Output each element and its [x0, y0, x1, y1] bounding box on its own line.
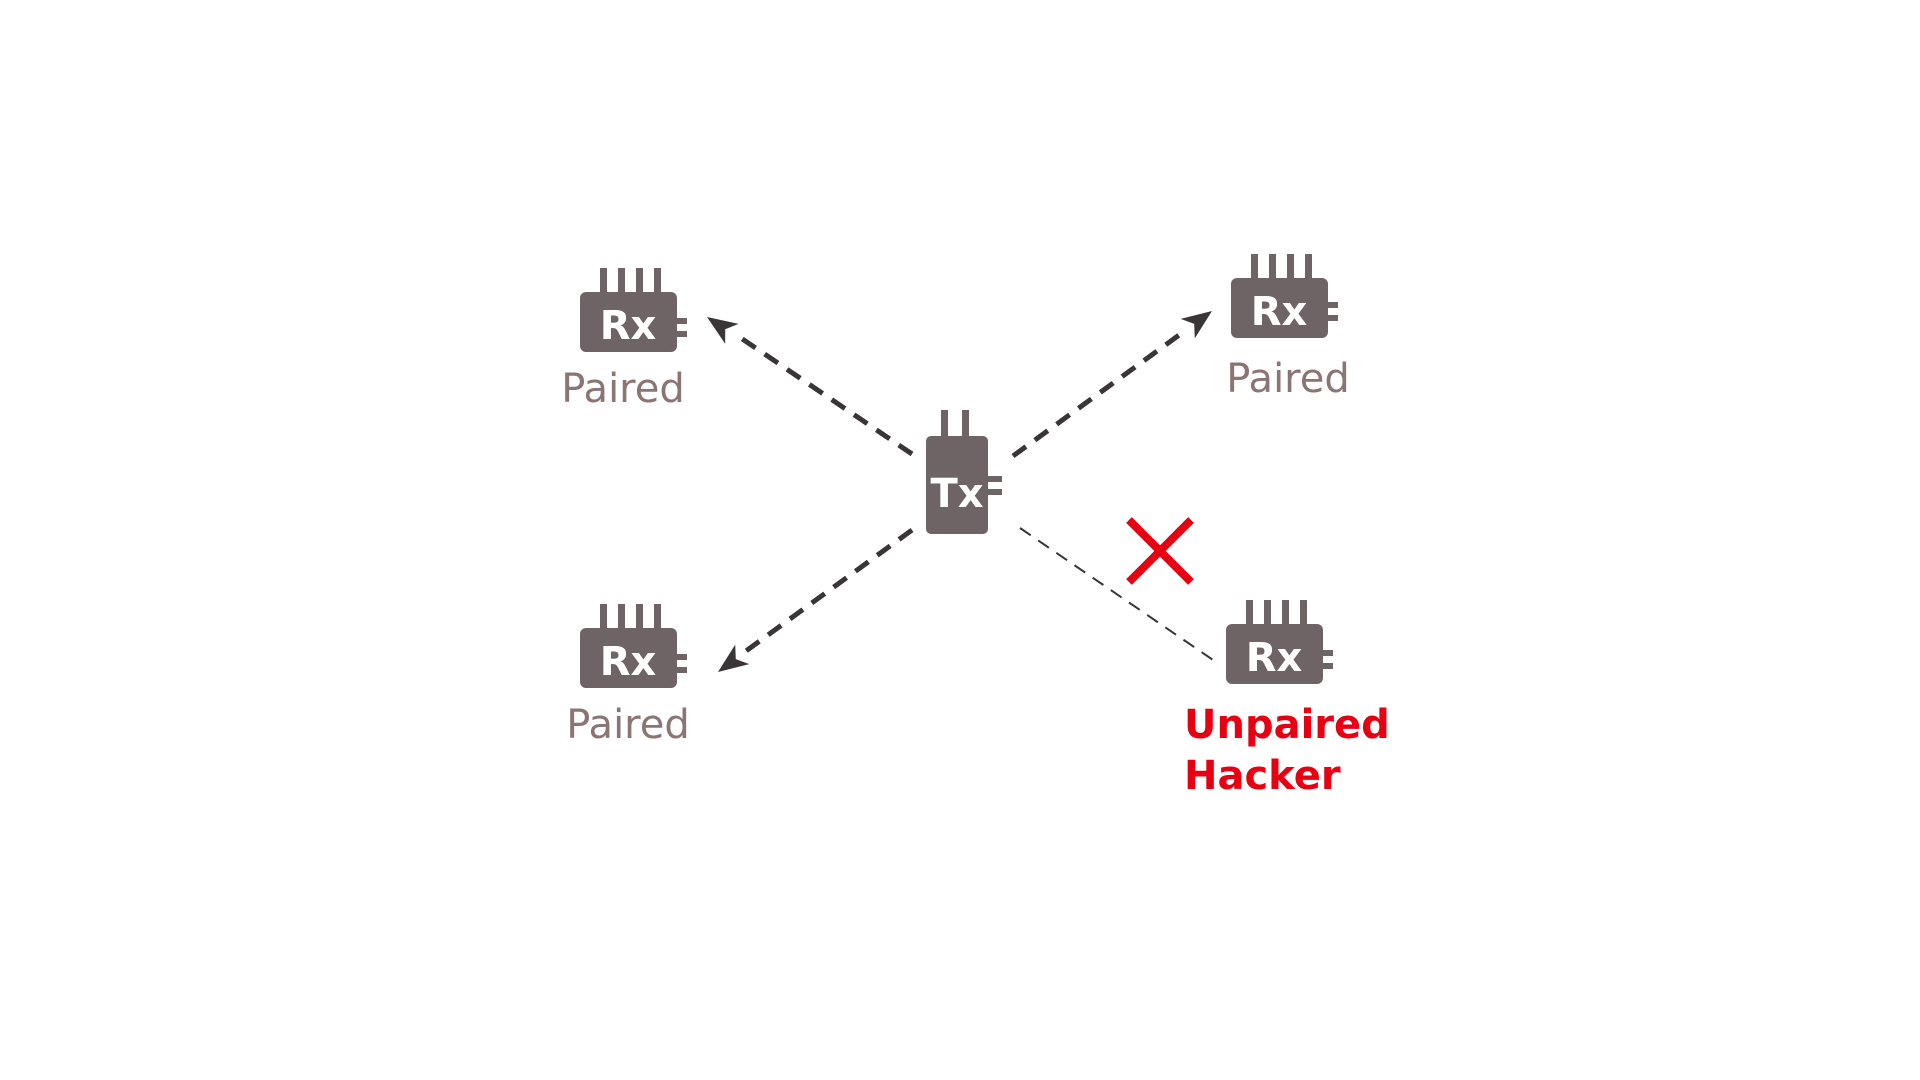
antenna-icon	[1251, 254, 1312, 282]
links	[707, 311, 1217, 672]
connector-icon	[675, 318, 687, 337]
block-x-icon	[1126, 517, 1194, 585]
link-top-right	[1011, 327, 1188, 459]
link-top-left	[733, 331, 914, 457]
transmitter-body	[926, 436, 988, 534]
status-label-unpaired: Unpaired	[1184, 702, 1390, 748]
receiver-top-left: Rx Paired	[561, 268, 687, 412]
antenna-icon	[1246, 600, 1307, 628]
antenna-icon	[600, 268, 661, 296]
connector-icon	[986, 476, 1002, 495]
receiver-body	[1226, 624, 1323, 684]
arrow-head-top-right	[1180, 311, 1212, 339]
status-label-hacker: Hacker	[1184, 753, 1341, 799]
status-label-paired: Paired	[561, 366, 685, 412]
arrow-head-top-left	[707, 317, 739, 344]
antenna-icon	[600, 604, 661, 632]
receiver-label: Rx	[600, 639, 657, 685]
transmitter-device: Tx	[926, 410, 1002, 534]
receiver-bottom-left: Rx Paired	[566, 604, 690, 748]
receiver-body	[580, 292, 677, 352]
link-bottom-right-blocked	[1019, 527, 1217, 663]
antenna-icon	[941, 410, 969, 440]
connector-icon	[675, 654, 687, 673]
connector-icon	[1321, 650, 1333, 669]
status-label-paired: Paired	[1226, 356, 1350, 402]
connector-icon	[1326, 302, 1338, 321]
transmitter-label: Tx	[930, 471, 983, 517]
receiver-body	[580, 628, 677, 688]
arrow-head-bottom-left	[718, 644, 750, 672]
status-label-paired: Paired	[566, 702, 690, 748]
receiver-bottom-right: Rx Unpaired Hacker	[1184, 600, 1390, 799]
receiver-label: Rx	[1251, 289, 1308, 335]
receiver-label: Rx	[600, 303, 657, 349]
receiver-top-right: Rx Paired	[1226, 254, 1350, 402]
receiver-label: Rx	[1246, 635, 1303, 681]
link-bottom-left	[744, 527, 914, 654]
receiver-body	[1231, 278, 1328, 338]
